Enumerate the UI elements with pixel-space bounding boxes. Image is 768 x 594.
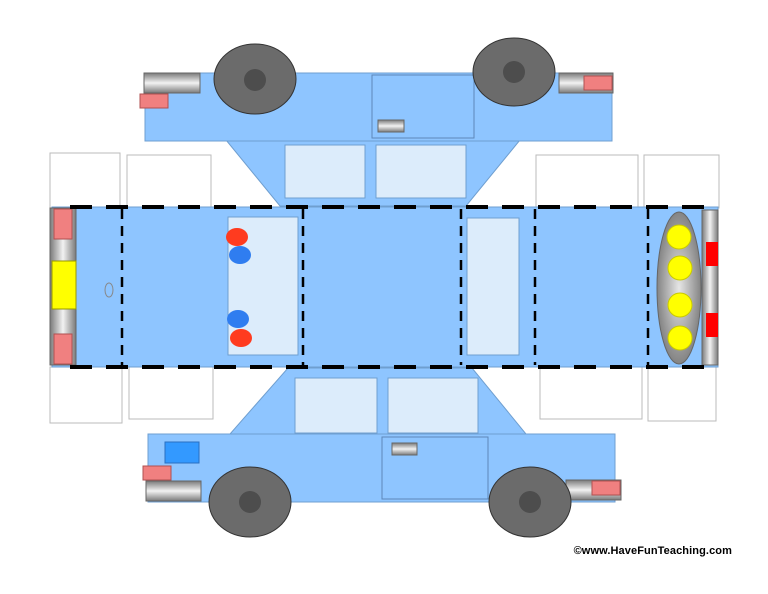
siren-blue-light: [229, 246, 251, 264]
main-body-strip: [49, 206, 719, 368]
bottom-window-connector: [228, 367, 528, 435]
fold-lines: [70, 205, 718, 369]
light-bar: [656, 211, 702, 365]
bottom-side-panel: [142, 367, 622, 538]
top-taillight-right: [583, 75, 613, 91]
license-plate: [51, 260, 77, 310]
top-front-hub: [503, 61, 525, 83]
glue-tab: [539, 366, 643, 420]
glue-tab: [49, 152, 121, 209]
glue-tab: [535, 154, 639, 209]
top-side-panel: [139, 37, 614, 207]
glue-tab: [643, 154, 720, 209]
body-strip: [51, 206, 719, 368]
bottom-bumper-left: [145, 480, 202, 502]
light-bar-yellow-light: [666, 224, 692, 250]
hood-emblem: [104, 282, 114, 298]
top-window-connector: [224, 139, 522, 207]
light-bar-yellow-light: [667, 325, 693, 351]
bottom-front-hub: [519, 491, 541, 513]
light-bar-yellow-light: [667, 292, 693, 318]
siren-red-light: [226, 228, 248, 246]
glue-tab: [49, 366, 123, 424]
fold-lines-vertical: [120, 209, 650, 365]
top-window-front: [284, 144, 366, 199]
top-door-handle: [377, 119, 405, 133]
light-bar-yellow-light: [667, 255, 693, 281]
glue-tab: [128, 366, 214, 420]
rear-bumper: [701, 209, 719, 366]
bottom-door-handle: [391, 442, 418, 456]
top-rear-hub: [244, 69, 266, 91]
rear-taillight-top: [706, 242, 718, 266]
bottom-window-front: [294, 377, 378, 434]
bottom-taillight-right: [591, 480, 621, 496]
siren-red-light: [230, 329, 252, 347]
rear-taillight-bottom: [706, 313, 718, 337]
bottom-door-outline: [381, 436, 489, 500]
headlight-top: [53, 208, 73, 240]
top-window-rear: [375, 144, 467, 199]
bottom-side-marker: [164, 441, 200, 464]
top-door-outline: [371, 74, 475, 139]
rear-window: [466, 217, 520, 356]
glue-tab: [647, 366, 717, 422]
glue-tab: [126, 154, 212, 209]
bottom-window-rear: [387, 377, 479, 434]
headlight-bottom: [53, 333, 73, 365]
bottom-rear-hub: [239, 491, 261, 513]
bottom-taillight-left: [142, 465, 172, 481]
siren-blue-light: [227, 310, 249, 328]
top-bumper-left: [143, 72, 201, 94]
top-taillight-left: [139, 93, 169, 109]
glue-tabs: [49, 152, 720, 424]
copyright-text: ©www.HaveFunTeaching.com: [573, 545, 732, 557]
